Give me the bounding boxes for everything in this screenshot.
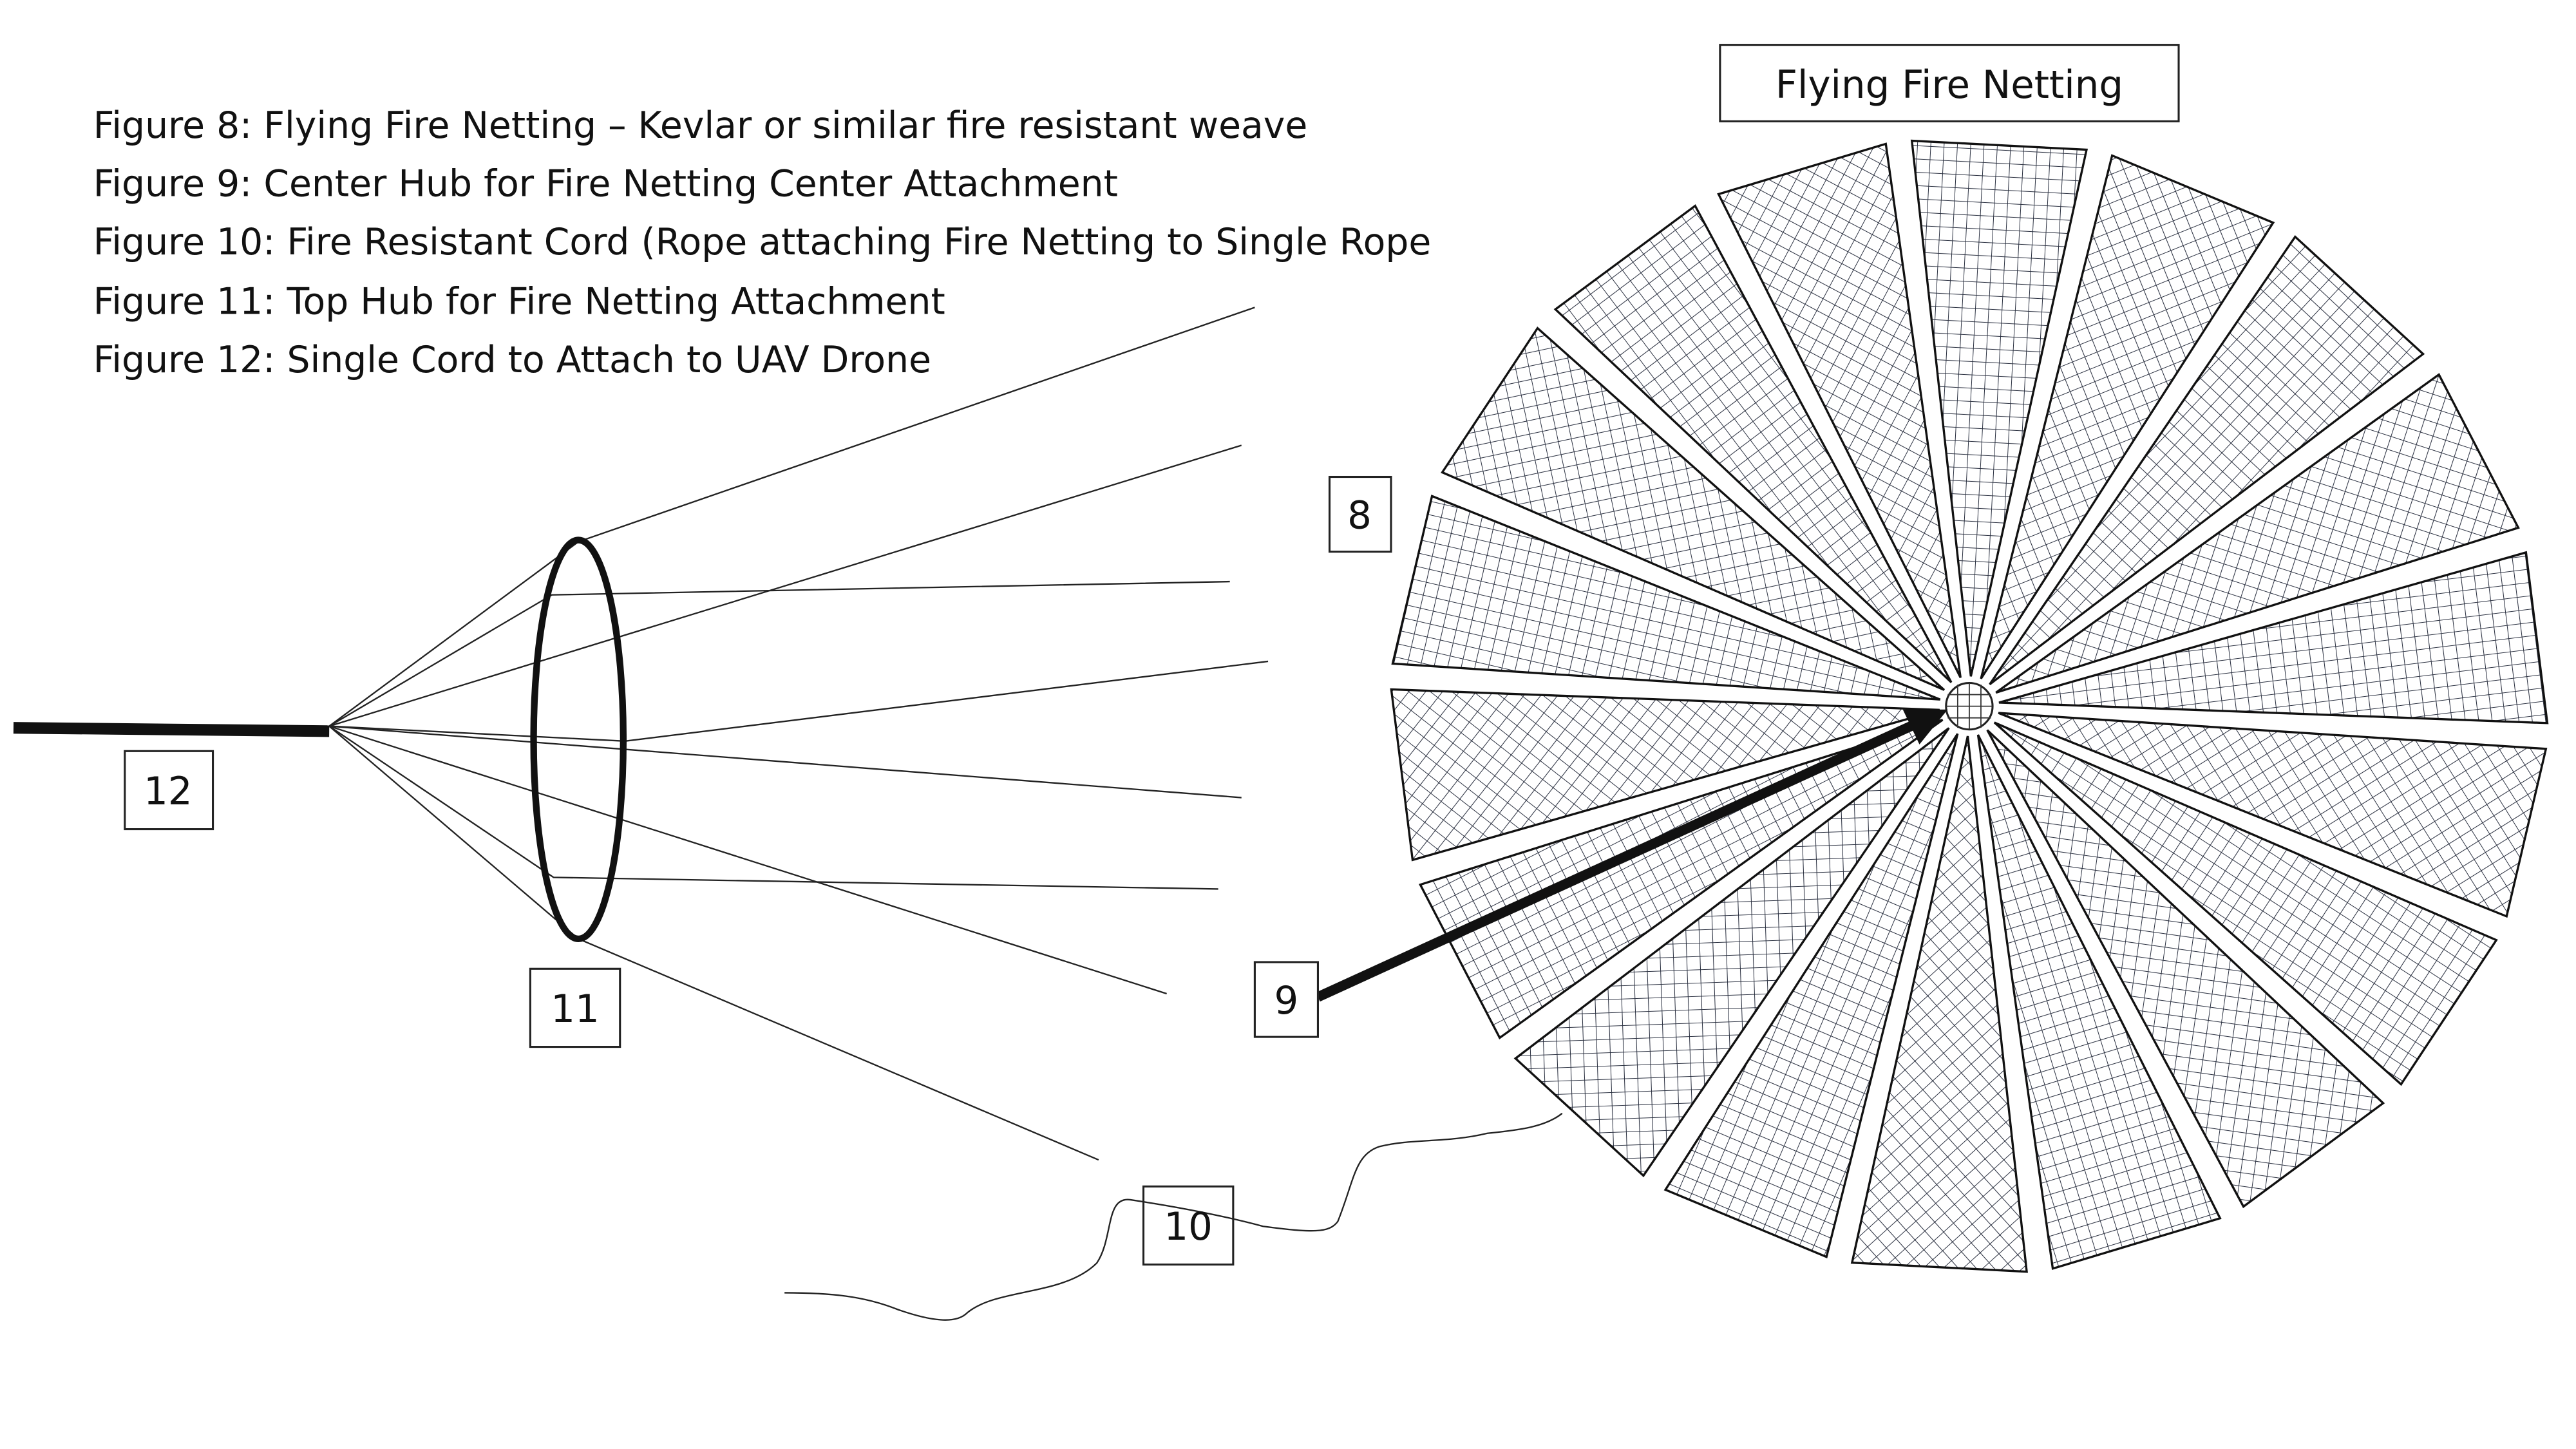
figure-captions: Figure 8: Flying Fire Netting – Kevlar o… [93,104,1432,381]
netting-panel [1553,204,1953,683]
label-10-text: 10 [1164,1204,1212,1249]
fire-resistant-cord [784,1112,1563,1321]
caption-figure-10: Figure 10: Fire Resistant Cord (Rope att… [93,221,1432,263]
netting-panel [1391,495,1941,701]
label-8-text: 8 [1347,493,1372,538]
center-hub-grid [1946,683,1993,730]
attachment-line [328,580,1230,727]
title-text: Flying Fire Netting [1776,62,2123,107]
netting-panel [1910,139,2088,677]
single-cord [13,722,330,737]
netting-panel [1418,719,1944,1040]
title-box: Flying Fire Netting [1719,44,2180,122]
netting-panel [1850,735,2028,1273]
netting-panel [1390,688,1940,862]
netting-panel [1993,721,2498,1086]
attachment-line [328,725,1218,890]
netting-panel [1663,733,1959,1259]
netting-panel [1513,727,1950,1178]
netting-panel [1989,235,2425,685]
attachment-line [328,725,1099,1161]
center-hub-arrow [1316,719,1917,1002]
label-9: 9 [1253,961,1319,1038]
netting-panel [1998,551,2549,724]
label-11: 11 [529,967,621,1048]
netting-panel [1717,142,1962,678]
netting-panel [1998,712,2548,918]
caption-figure-9: Figure 9: Center Hub for Fire Netting Ce… [93,162,1118,205]
label-12-text: 12 [144,769,193,813]
label-8: 8 [1328,475,1392,553]
netting-panel [1995,373,2520,694]
label-9-text: 9 [1274,978,1299,1023]
label-10: 10 [1142,1185,1235,1266]
label-11-text: 11 [551,987,599,1031]
caption-figure-12: Figure 12: Single Cord to Attach to UAV … [93,339,931,381]
fire-netting-wheel [1390,139,2549,1273]
netting-panel [1986,729,2385,1209]
top-hub-ring [530,536,627,943]
attachment-line [328,444,1242,727]
caption-figure-11: Figure 11: Top Hub for Fire Netting Atta… [93,281,945,323]
netting-panel [1980,154,2275,679]
attachment-line [328,725,1167,995]
caption-figure-8: Figure 8: Flying Fire Netting – Kevlar o… [93,104,1308,147]
attachment-lines [328,307,1269,1161]
attachment-line [329,660,1269,742]
label-12: 12 [124,750,214,831]
netting-panel [1441,327,1946,691]
netting-panel [1976,734,2222,1270]
attachment-line [329,725,1242,799]
arrow-head-icon [1902,709,1948,744]
